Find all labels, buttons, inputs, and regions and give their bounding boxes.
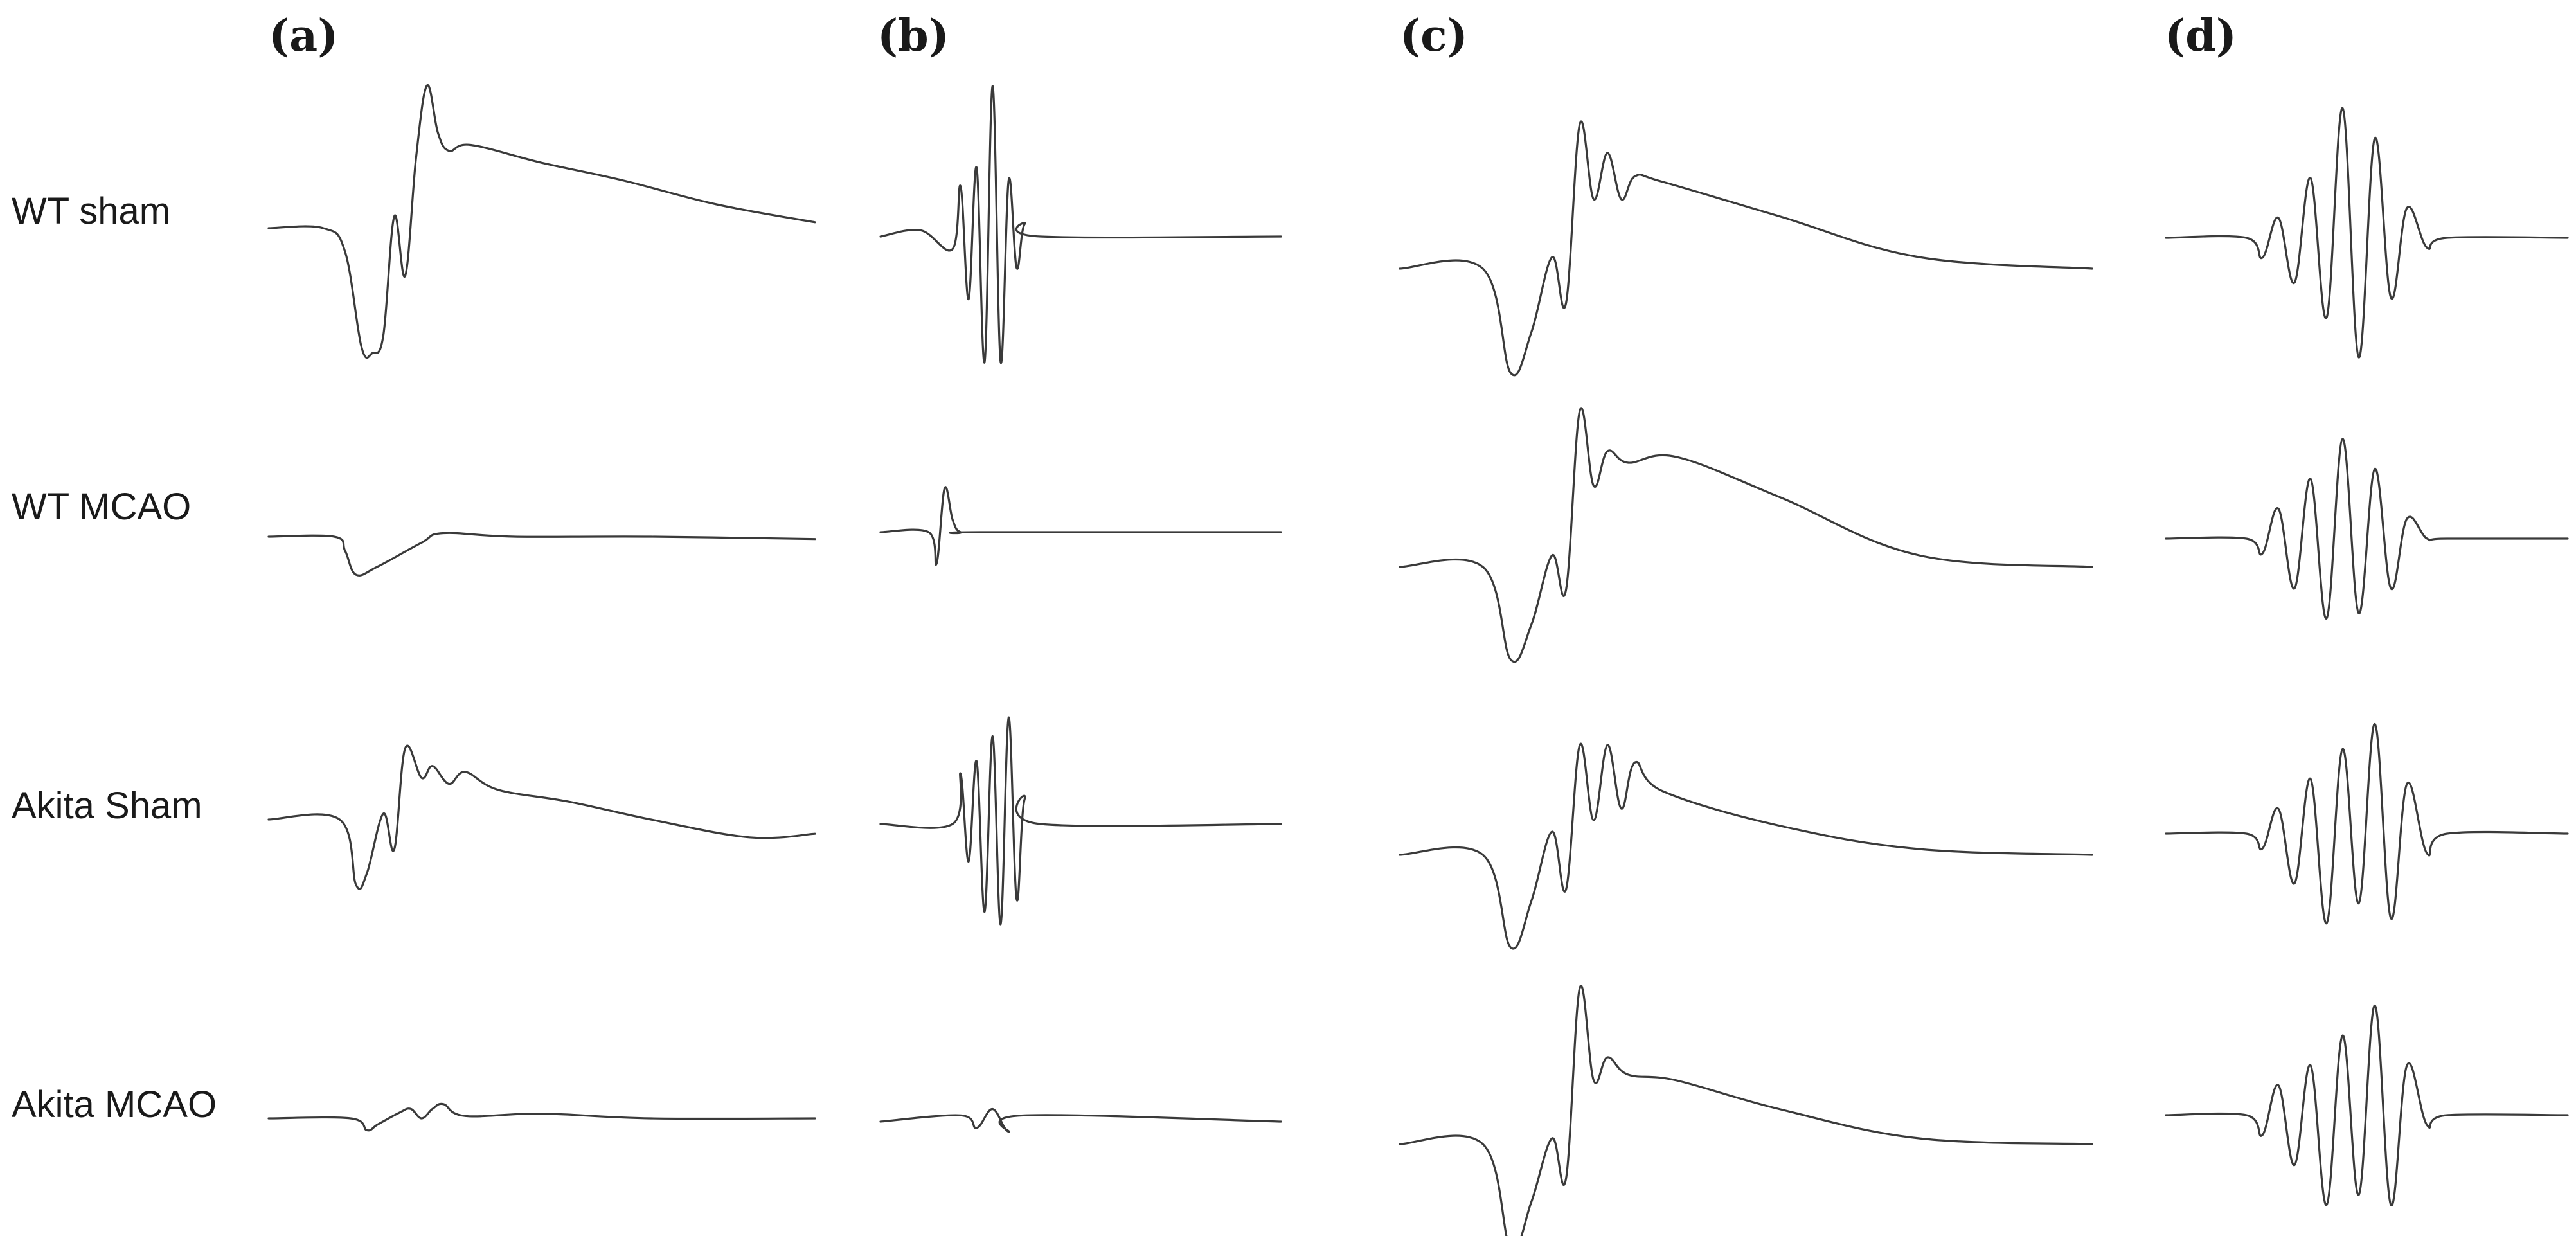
trace-a-akita-mcao [267, 1102, 816, 1132]
trace-a-wt-mcao [267, 532, 816, 577]
row-label-akita-mcao: Akita MCAO [12, 1084, 217, 1125]
trace-b-akita-sham [879, 716, 1282, 926]
panel-label-b: (b) [877, 10, 949, 62]
trace-a-akita-sham [267, 744, 816, 890]
row-label-wt-sham: WT sham [12, 190, 171, 232]
trace-d-akita-sham [2165, 722, 2569, 925]
row-label-wt-mcao: WT MCAO [12, 486, 192, 528]
trace-b-akita-mcao [879, 1107, 1282, 1133]
trace-c-akita-sham [1399, 742, 2093, 950]
trace-d-wt-mcao [2165, 438, 2569, 620]
trace-a-wt-sham [267, 84, 816, 359]
trace-c-akita-mcao [1399, 985, 2093, 1236]
row-label-akita-sham: Akita Sham [12, 785, 202, 827]
trace-d-akita-mcao [2165, 1004, 2569, 1206]
trace-c-wt-sham [1399, 120, 2093, 377]
panel-label-a: (a) [269, 10, 339, 62]
trace-b-wt-mcao [879, 486, 1282, 566]
trace-b-wt-sham [879, 85, 1282, 364]
trace-c-wt-mcao [1399, 407, 2093, 663]
trace-d-wt-sham [2165, 107, 2569, 359]
panel-label-d: (d) [2165, 10, 2237, 62]
panel-label-c: (c) [1400, 10, 1468, 62]
